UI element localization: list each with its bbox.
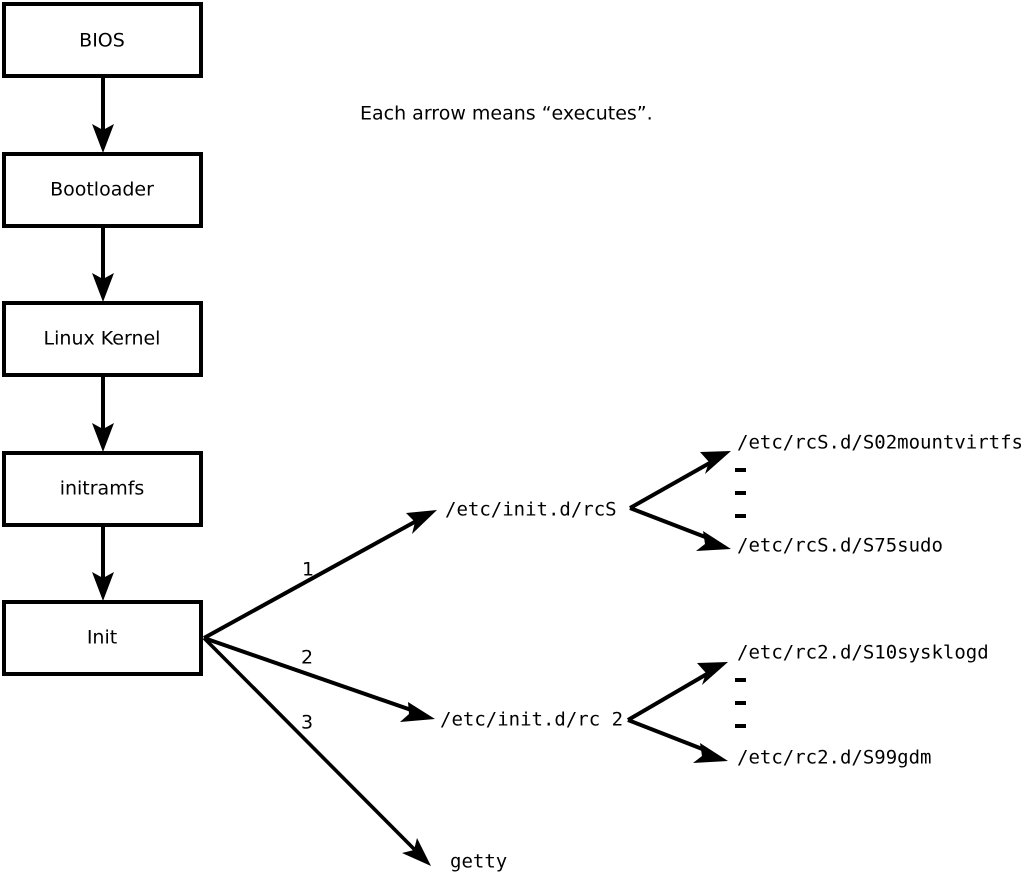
node-init-label: Init (87, 627, 117, 649)
diagram-caption: Each arrow means “executes”. (360, 103, 653, 125)
rcs-ellipsis-dash-1 (735, 468, 746, 472)
arrow-rc2-to-first-script (626, 662, 728, 722)
node-init-box[interactable] (2, 600, 203, 676)
arrow-bootloader-to-kernel (92, 226, 114, 302)
node-bios-box[interactable] (2, 2, 203, 78)
arrow-init-branch-1 (203, 510, 437, 640)
node-initramfs-label: initramfs (60, 478, 145, 500)
label-etc-initd-rcs: /etc/init.d/rcS (445, 499, 617, 521)
rc2-ellipsis-dash-2 (735, 701, 746, 705)
rcs-ellipsis-dash-3 (735, 514, 746, 518)
label-etc-initd-rc2: /etc/init.d/rc 2 (440, 709, 623, 731)
arrow-initramfs-to-init (92, 525, 114, 601)
arrow-rcs-to-first-script (629, 451, 731, 510)
node-bios-label: BIOS (79, 30, 125, 52)
arrow-kernel-to-initramfs (92, 375, 114, 452)
node-bootloader[interactable]: Bootloader (2, 152, 203, 228)
node-linux-kernel[interactable]: Linux Kernel (2, 301, 203, 377)
rcs-ellipsis-dash-2 (735, 491, 746, 495)
rc2-ellipsis-dash-1 (735, 678, 746, 682)
edge-number-2: 2 (301, 647, 313, 669)
node-initramfs-box[interactable] (2, 451, 203, 527)
arrow-rcs-to-last-script (629, 506, 731, 551)
arrow-bios-to-bootloader (92, 76, 114, 153)
node-bootloader-label: Bootloader (50, 179, 154, 201)
node-init[interactable]: Init (2, 600, 203, 676)
label-rcs-first-script: /etc/rcS.d/S02mountvirtfs (737, 432, 1023, 454)
node-linux-kernel-label: Linux Kernel (44, 328, 161, 350)
label-rcs-last-script: /etc/rcS.d/S75sudo (737, 535, 943, 557)
arrow-init-branch-2 (203, 636, 435, 722)
edge-number-3: 3 (301, 712, 313, 734)
label-getty: getty (450, 851, 507, 873)
arrow-init-branch-3 (202, 636, 431, 866)
edge-number-1: 1 (302, 559, 314, 581)
label-rc2-last-script: /etc/rc2.d/S99gdm (737, 747, 931, 769)
label-rc2-first-script: /etc/rc2.d/S10sysklogd (737, 642, 989, 664)
node-bios[interactable]: BIOS (2, 2, 203, 78)
rc2-ellipsis-dash-3 (735, 724, 746, 728)
node-initramfs[interactable]: initramfs (2, 451, 203, 527)
arrow-rc2-to-last-script (627, 718, 728, 763)
